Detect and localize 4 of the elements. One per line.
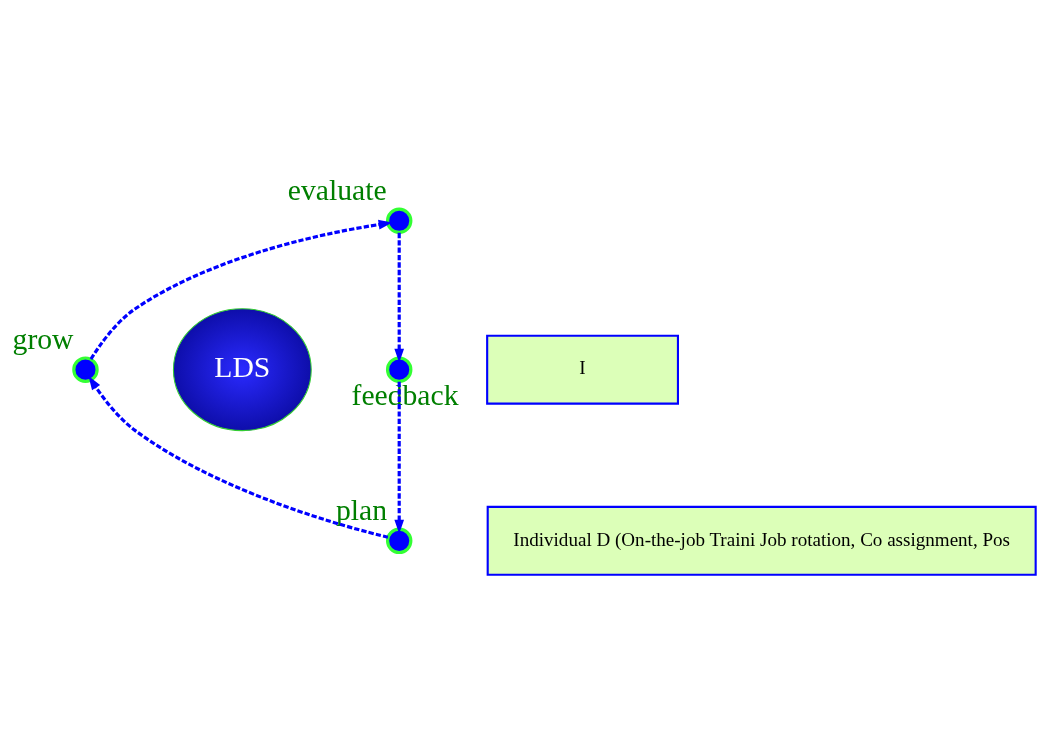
- node-label: grow: [12, 322, 74, 355]
- node-label: plan: [336, 493, 388, 526]
- node-label: feedback: [351, 378, 459, 411]
- node-label: evaluate: [287, 173, 387, 206]
